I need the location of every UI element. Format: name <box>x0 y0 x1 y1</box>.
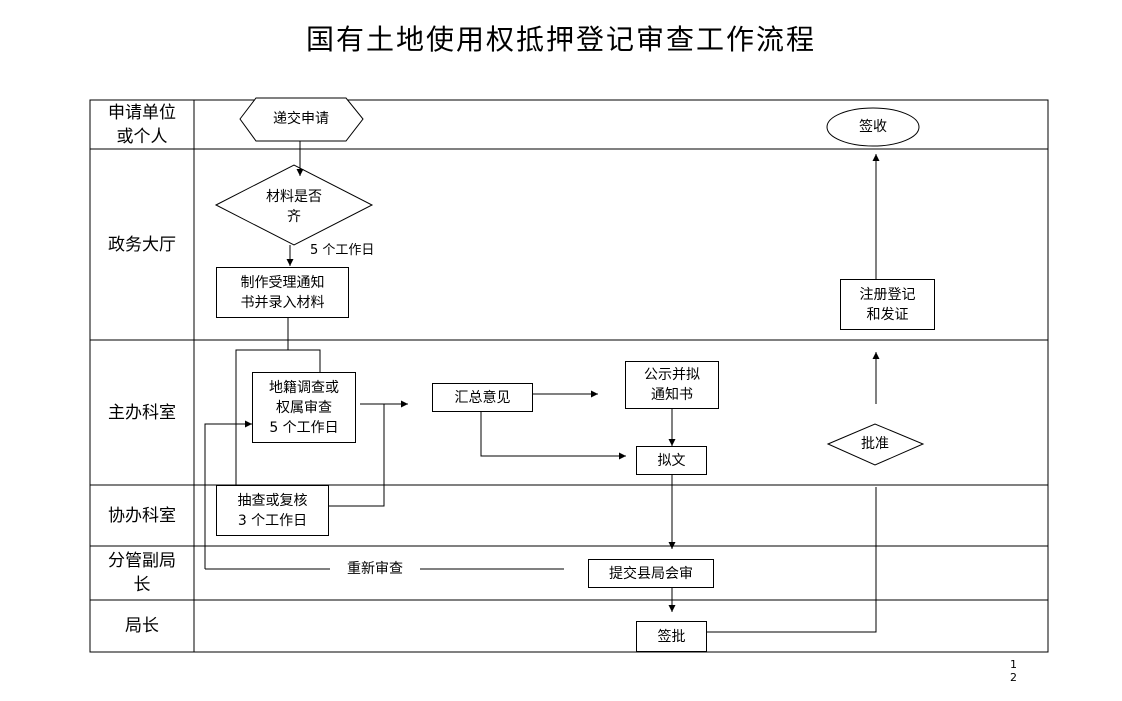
lane-label-director: 局长 <box>125 616 159 636</box>
approve-diamond <box>826 423 925 466</box>
submit-hexagon <box>239 97 364 142</box>
box-line: 公示并拟 <box>644 367 700 383</box>
spot-check-box: 抽查或复核 3 个工作日 <box>216 485 329 536</box>
draft-box: 拟文 <box>636 446 707 475</box>
box-line: 书并录入材料 <box>240 294 325 311</box>
box-line: 抽查或复核 <box>237 492 308 509</box>
summary-box: 汇总意见 <box>432 383 533 412</box>
five-days-label: 5 个工作日 <box>310 243 375 258</box>
page-title: 国有土地使用权抵押登记审查工作流程 <box>305 23 816 56</box>
lane-label-assist-office: 协办科室 <box>108 505 176 526</box>
sign-receive-node-label: 签收 <box>859 119 887 135</box>
lane-label-line: 或个人 <box>116 126 168 147</box>
sign-approve-box: 签批 <box>636 621 707 652</box>
box-line: 通知书 <box>651 387 693 403</box>
swimlane-grid <box>89 99 1049 653</box>
page-number-line: 1 <box>1010 658 1017 671</box>
box-line: 5 个工作日 <box>269 419 339 436</box>
approve-node-label: 批准 <box>861 436 889 452</box>
submit-node-label: 递交申请 <box>273 111 329 127</box>
box-line: 权属审查 <box>276 399 332 416</box>
register-issue-box: 注册登记和发证 <box>840 279 935 330</box>
box-line: 注册登记 <box>859 286 916 303</box>
connectors <box>204 141 880 633</box>
box-line: 地籍调查或 <box>269 379 339 396</box>
lane-label-hall: 政务大厅 <box>108 234 176 255</box>
make-notice-box: 制作受理通知书并录入材料 <box>216 267 349 318</box>
re-review-label: 重新审查 <box>347 561 403 577</box>
publicize-box: 公示并拟通知书 <box>625 361 719 409</box>
box-line: 制作受理通知 <box>240 274 325 291</box>
box-line: 和发证 <box>866 306 909 323</box>
lane-label-deputy: 分管副局长 <box>90 546 194 600</box>
materials-check-label: 材料是否齐 <box>244 187 344 227</box>
lane-label-main-office: 主办科室 <box>108 402 176 423</box>
lane-label-applicant: 申请单位或个人 <box>90 100 194 149</box>
box-line: 3 个工作日 <box>237 512 308 529</box>
materials-check-line: 材料是否 <box>266 189 322 205</box>
page-number-line: 2 <box>1010 671 1017 684</box>
lane-label-line: 分管副局 <box>108 551 176 571</box>
lane-label-line: 长 <box>133 575 151 595</box>
submit-meeting-box: 提交县局会审 <box>588 559 714 588</box>
materials-check-diamond <box>214 164 374 246</box>
survey-box: 地籍调查或权属审查 5 个工作日 <box>252 372 356 443</box>
lane-label-line: 申请单位 <box>108 102 176 123</box>
materials-check-line: 齐 <box>287 209 301 225</box>
sign-receive-ellipse <box>826 107 920 147</box>
